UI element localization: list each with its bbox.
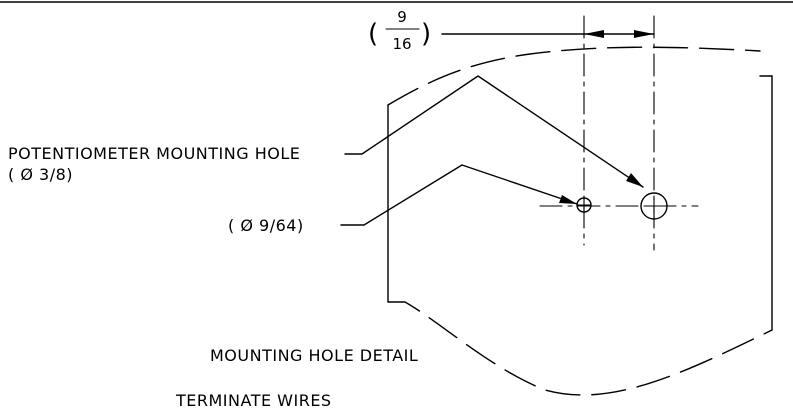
dimension-9-16: ( 9 16 ) (368, 8, 655, 53)
pot-hole-leader-line (344, 75, 644, 188)
pot-hole-circle (640, 192, 668, 220)
detail-title: MOUNTING HOLE DETAIL (210, 346, 418, 365)
dimension-paren-close: ) (421, 19, 432, 49)
small-hole-leader-arrow (559, 195, 577, 204)
potentiometer-mounting-hole (640, 192, 668, 220)
small-mounting-hole (576, 197, 592, 213)
pot-hole-label: POTENTIOMETER MOUNTING HOLE (8, 144, 300, 163)
dimension-numerator: 9 (397, 8, 407, 26)
dimension-arrow-left (584, 30, 604, 38)
top-break-line (387, 46, 761, 106)
dimension-denominator: 16 (392, 35, 411, 53)
pot-hole-leader (344, 75, 644, 188)
small-hole-leader-line (340, 164, 578, 226)
pot-hole-diameter-label: ( Ø 3/8) (8, 165, 73, 184)
dimension-paren-open: ( (368, 19, 379, 49)
plate-outline (387, 46, 773, 396)
bottom-break-line (387, 301, 773, 396)
small-hole-leader (340, 164, 578, 226)
terminate-wires-label: TERMINATE WIRES (175, 391, 332, 409)
pot-hole-leader-arrow (626, 173, 643, 187)
small-hole-diameter-label: ( Ø 9/64) (228, 216, 304, 235)
small-hole-circle (576, 197, 592, 213)
dimension-arrow-right (634, 30, 654, 38)
